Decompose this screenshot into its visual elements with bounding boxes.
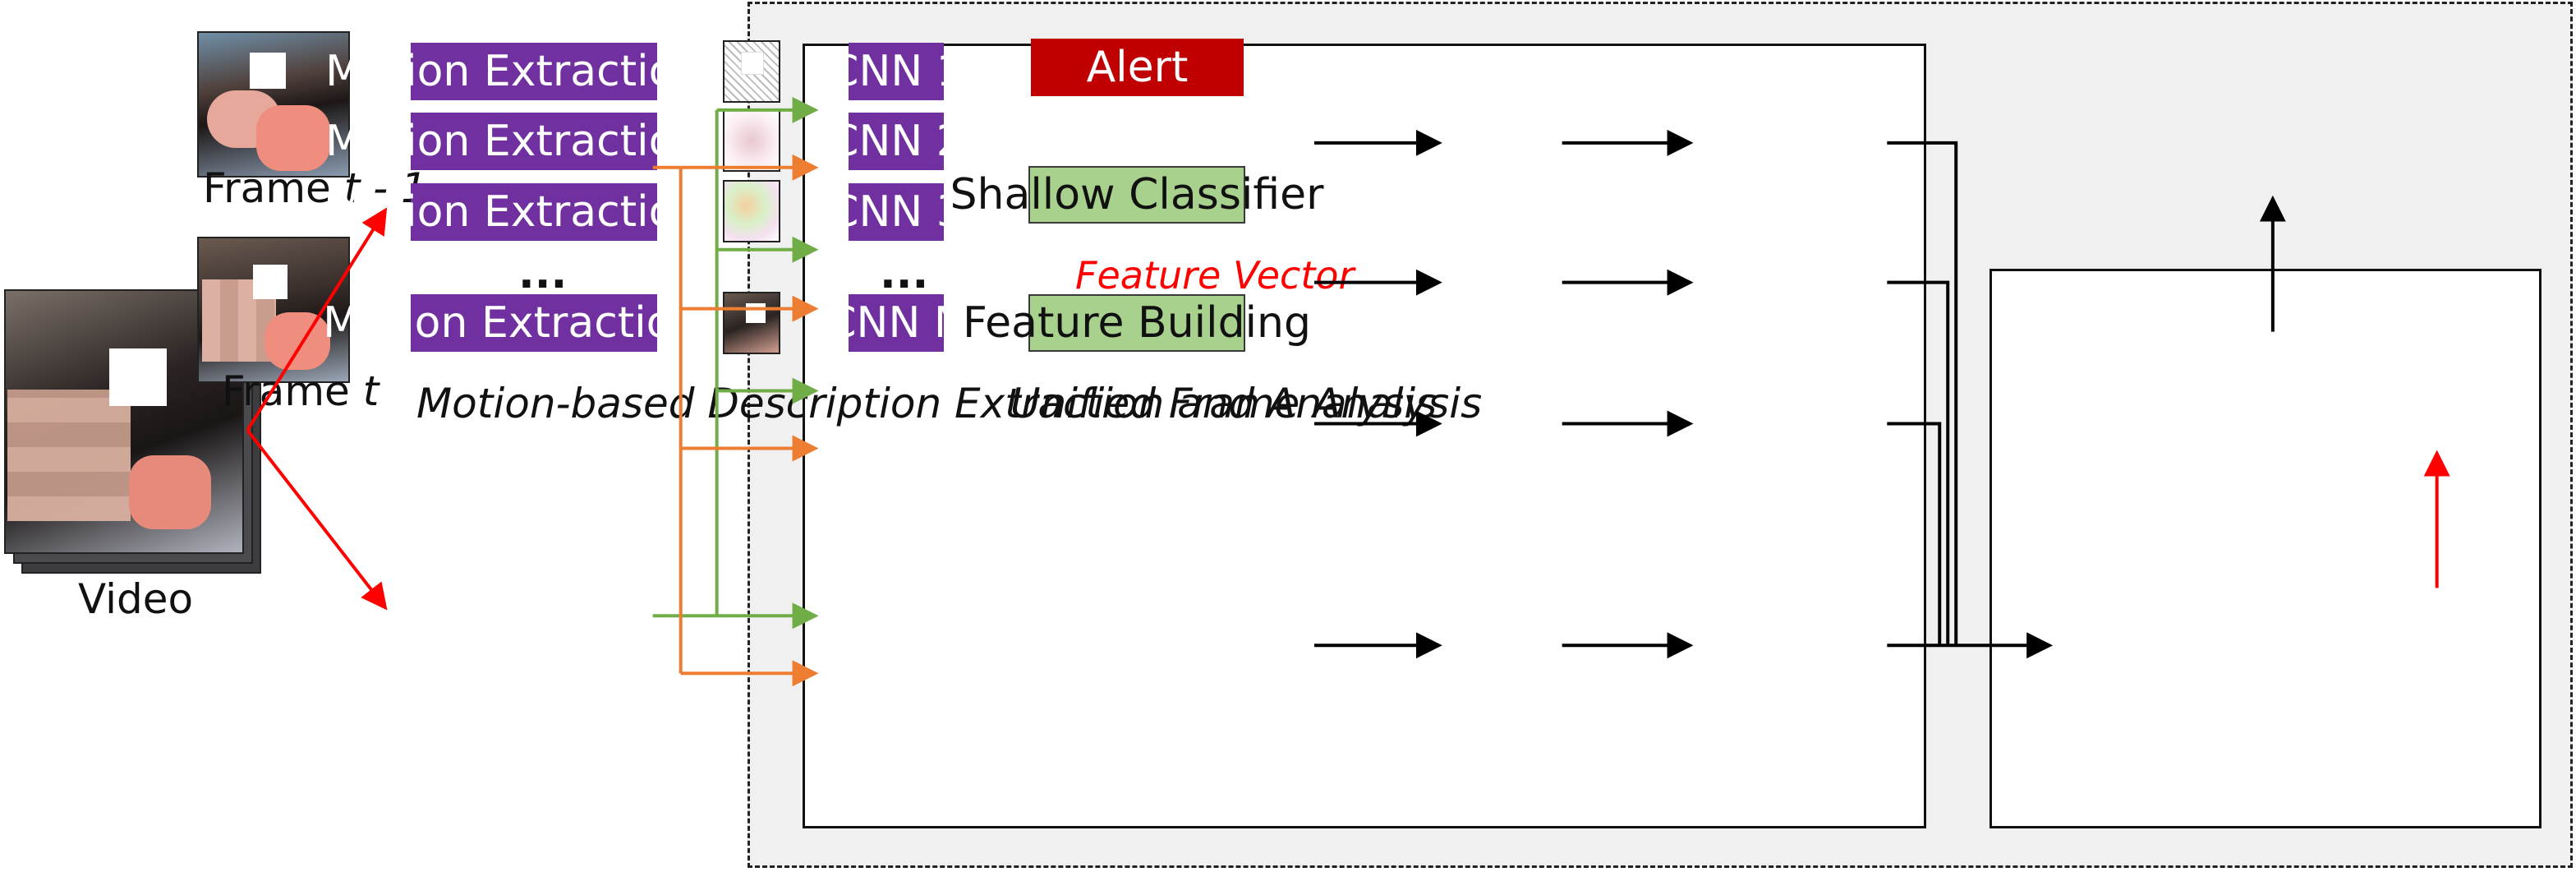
ellipsis-cnn: ... [880,249,929,298]
shirt-region [264,312,330,370]
ellipsis-extraction: ... [518,249,568,298]
cnn-to-feature-arrows [1887,141,2054,659]
privacy-mask [109,348,167,406]
cnn-1: CNN 1 [829,43,964,100]
feature-vector-label: Feature Vector [1075,253,1355,298]
extraction-to-cnn-arrows [1313,129,1694,659]
privacy-mask [250,53,286,89]
cnn-2: CNN 2 [829,113,964,170]
privacy-mask [741,52,764,75]
video-frame-front [4,289,244,554]
frame-prev-image [197,31,350,178]
cnn-3: CNN 3 [829,183,964,241]
motion-thumb-flow-color [723,180,780,242]
motion-thumb-frame [723,292,780,354]
frame-prev-to-extraction-arrows [652,154,819,687]
pixelated-face [7,390,131,521]
cnn-n: CNN N [826,294,966,352]
motion-panel [803,44,1926,828]
shirt-region [129,455,211,529]
frame-curr-label-prefix: Frame [222,367,363,415]
privacy-mask [253,265,288,299]
frame-curr-label: Frame t [222,367,379,415]
video-label: Video [78,575,194,623]
unified-panel [1990,269,2542,828]
motion-panel-caption: Motion-based Description Extraction and … [416,380,1438,427]
unified-panel-caption: Unified Frame Analysis [1010,380,1483,427]
privacy-mask [746,303,766,323]
motion-thumb-flow-vectors [723,109,780,172]
frame-curr-label-var: t [362,367,380,415]
alert-box: Alert [1031,39,1244,96]
motion-thumb-edges [723,40,780,103]
frame-prev-label-prefix: Frame [203,164,344,212]
shirt-region [256,105,330,171]
frame-curr-to-extraction-arrows [652,96,819,630]
video-to-frame-arrows [246,207,388,611]
